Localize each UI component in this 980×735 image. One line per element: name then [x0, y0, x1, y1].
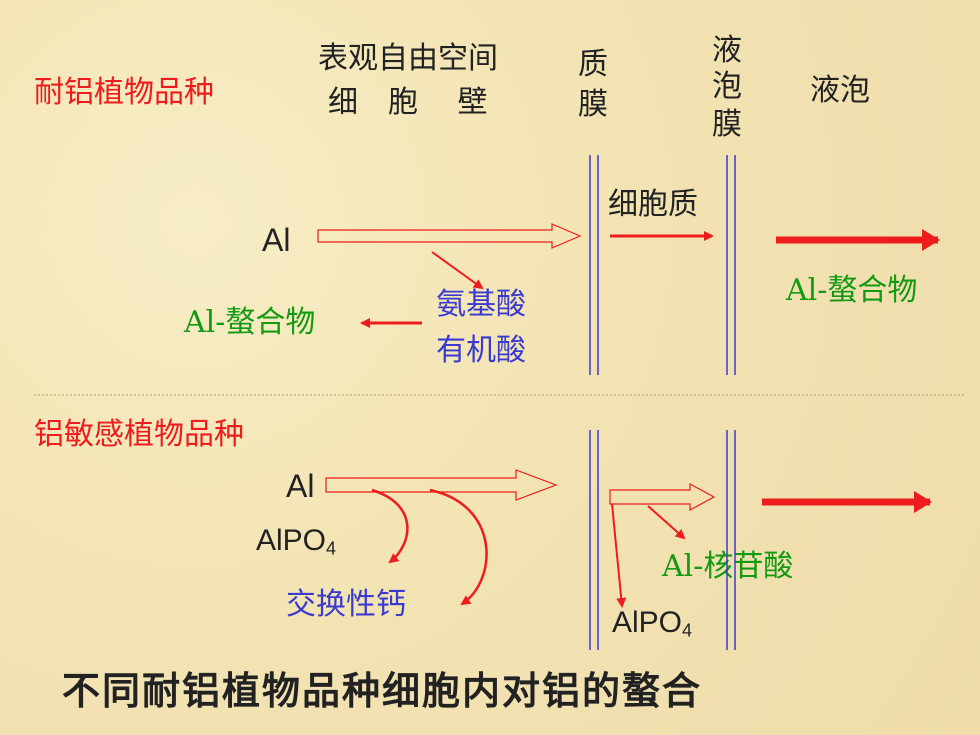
- alpo4-right-main: AlPO: [612, 606, 683, 639]
- hollow-arrow-top: [317, 223, 582, 249]
- vacuole-header: 液泡: [810, 73, 870, 108]
- tonoplast-top: [726, 155, 736, 375]
- arrow-to-nucleotide: [647, 505, 686, 540]
- plasma-membrane-bottom: [589, 430, 599, 650]
- plasma-membrane-header-2: 膜: [578, 87, 608, 122]
- alpo4-left-main: AlPO: [256, 524, 327, 557]
- amino-acid-label: 氨基酸: [436, 287, 526, 322]
- tonoplast-header-3: 膜: [712, 107, 742, 142]
- exchangeable-calcium-label: 交换性钙: [286, 587, 406, 622]
- cytoplasm-label: 细胞质: [608, 187, 698, 222]
- tonoplast-bottom: [726, 430, 736, 650]
- al-label-tolerant: Al: [262, 222, 291, 258]
- arrow-to-alpo4-right: [611, 503, 627, 608]
- plasma-membrane-top: [589, 155, 599, 375]
- hollow-arrow-bottom: [325, 469, 558, 501]
- al-chelate-left: Al-螯合物: [184, 305, 316, 340]
- al-chelate-right: Al-螯合物: [786, 273, 918, 308]
- alpo4-left: AlPO4: [256, 526, 336, 558]
- sensitive-variety-label: 铝敏感植物品种: [34, 417, 244, 452]
- alpo4-left-subscript: 4: [326, 538, 337, 559]
- organic-acid-label: 有机酸: [436, 333, 526, 368]
- al-to-amino-arrow: [431, 251, 484, 290]
- curve-to-calcium: [429, 488, 488, 606]
- plasma-membrane-header-1: 质: [578, 47, 608, 82]
- apoplast-header: 表观自由空间: [318, 41, 498, 76]
- tonoplast-header-2: 泡: [712, 69, 742, 104]
- tonoplast-header-1: 液: [712, 33, 742, 68]
- alpo4-right: AlPO4: [612, 608, 692, 640]
- tolerant-variety-label: 耐铝植物品种: [34, 75, 214, 110]
- alpo4-right-subscript: 4: [682, 620, 693, 641]
- cell-wall-header: 细 胞 壁: [328, 85, 488, 120]
- footer-title: 不同耐铝植物品种细胞内对铝的螯合: [62, 668, 703, 713]
- curve-to-alpo4: [371, 488, 409, 564]
- al-label-sensitive: Al: [286, 468, 315, 504]
- hollow-arrow-cytoplasm: [609, 482, 716, 512]
